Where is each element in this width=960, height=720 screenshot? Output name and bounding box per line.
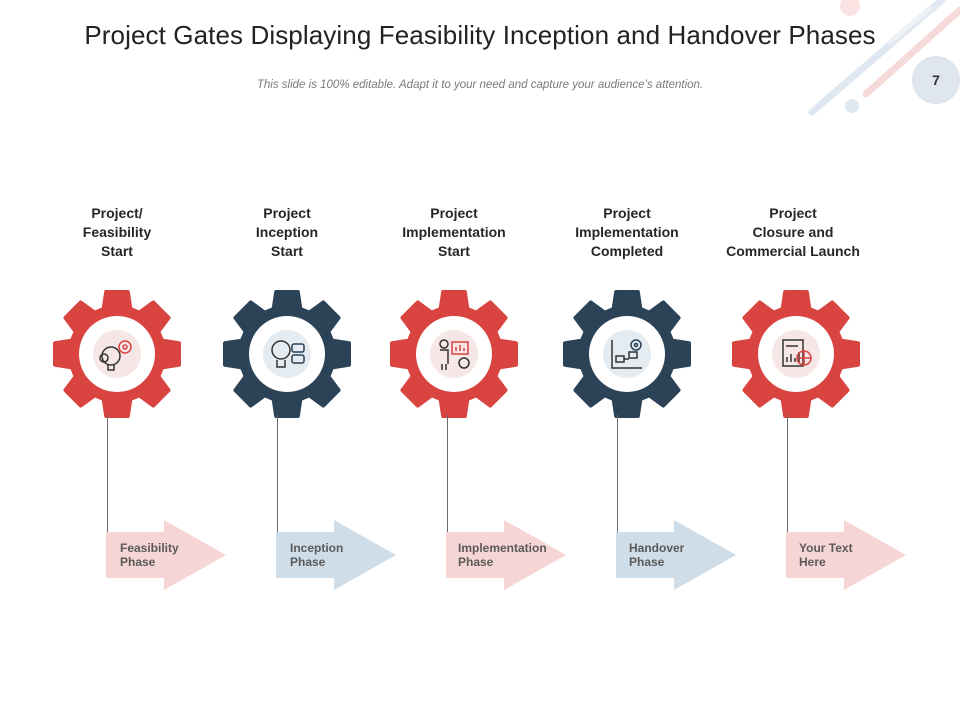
presenter-chart-icon xyxy=(439,339,470,370)
stem-closure xyxy=(787,415,788,532)
gate-title-inception: Project Inception Start xyxy=(255,205,319,259)
gate-title-closure: Project Closure and Commercial Launch xyxy=(726,205,860,259)
arrow-closure xyxy=(786,520,906,590)
arrow-inception xyxy=(276,520,396,590)
gear-implementation-start xyxy=(390,290,518,418)
arrow-feasibility xyxy=(106,520,226,590)
phase-label-handover: Handover Phase xyxy=(629,541,685,569)
report-globe-icon xyxy=(782,339,812,367)
stem-implementation-completed xyxy=(617,415,618,532)
phase-label-inception: Inception Phase xyxy=(290,541,344,569)
page-number-badge: 7 xyxy=(912,56,960,104)
flowchart-gear-icon xyxy=(611,339,642,369)
gear-closure xyxy=(732,290,860,418)
stem-feasibility xyxy=(107,415,108,532)
slide-subtitle: This slide is 100% editable. Adapt it to… xyxy=(256,79,704,91)
gate-title-implementation-start: Project Implementation Start xyxy=(402,205,506,259)
gear-inception xyxy=(223,290,351,418)
idea-gears-icon xyxy=(99,340,132,371)
arrow-handover xyxy=(616,520,736,590)
phase-label-implementation: Implementation Phase xyxy=(458,541,547,569)
lightbulb-chat-icon xyxy=(271,340,305,368)
arrow-implementation-start xyxy=(446,520,566,590)
slide-title: Project Gates Displaying Feasibility Inc… xyxy=(84,20,876,50)
stem-implementation-start xyxy=(447,415,448,532)
gear-feasibility xyxy=(53,290,181,418)
phase-label-feasibility: Feasibility Phase xyxy=(120,541,179,569)
stem-inception xyxy=(277,415,278,532)
gate-title-feasibility: Project/ Feasibility Start xyxy=(82,205,152,259)
phase-label-your-text: Your Text Here xyxy=(799,541,853,569)
gate-title-implementation-completed: Project Implementation Completed xyxy=(575,205,679,259)
corner-decoration xyxy=(808,0,960,116)
gear-implementation-completed xyxy=(563,290,691,418)
